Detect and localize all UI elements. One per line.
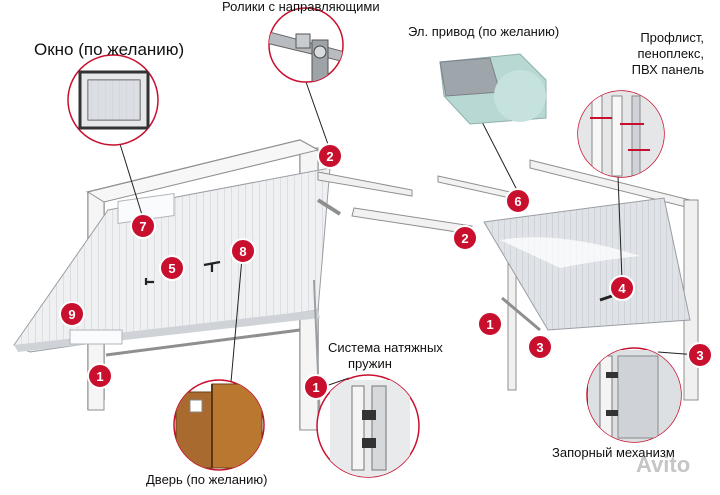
svg-text:3: 3 — [696, 348, 703, 363]
lock-detail-circle — [586, 347, 682, 443]
marker-3-right: 3 — [687, 342, 713, 368]
marker-7: 7 — [130, 213, 156, 239]
marker-5: 5 — [159, 255, 185, 281]
marker-2-left: 2 — [317, 143, 343, 169]
electric-drive-image — [439, 53, 547, 125]
svg-text:8: 8 — [239, 244, 246, 259]
marker-8: 8 — [230, 238, 256, 264]
label-springs: Система натяжных пружин — [328, 340, 443, 372]
label-rollers: Ролики с направляющими — [222, 0, 380, 14]
svg-text:3: 3 — [536, 340, 543, 355]
marker-1-left: 1 — [87, 363, 113, 389]
label-drive: Эл. привод (по желанию) — [408, 24, 560, 39]
label-springs-line2: пружин — [348, 356, 392, 371]
right-gate-leaf — [483, 197, 691, 331]
label-door: Дверь (по желанию) — [146, 472, 268, 487]
label-panel-line3: ПВХ панель — [631, 62, 704, 77]
label-springs-line1: Система натяжных — [328, 340, 443, 355]
label-lock: Запорный механизм — [552, 445, 675, 460]
label-panel: Профлист, пеноплекс, ПВХ панель — [604, 30, 704, 78]
rollers-detail-circle — [268, 7, 344, 83]
svg-text:1: 1 — [486, 317, 493, 332]
window-detail-circle — [67, 54, 159, 146]
svg-text:2: 2 — [461, 231, 468, 246]
marker-2-right: 2 — [452, 225, 478, 251]
marker-1-spring: 1 — [303, 374, 329, 400]
svg-text:5: 5 — [168, 261, 175, 276]
svg-text:2: 2 — [326, 149, 333, 164]
svg-text:4: 4 — [618, 281, 626, 296]
svg-text:7: 7 — [139, 219, 146, 234]
label-window: Окно (по желанию) — [34, 40, 185, 59]
marker-9: 9 — [59, 301, 85, 327]
marker-6: 6 — [505, 188, 531, 214]
svg-text:1: 1 — [96, 369, 103, 384]
spring-detail-circle — [316, 374, 420, 478]
door-detail-circle — [173, 379, 265, 471]
svg-text:1: 1 — [312, 380, 319, 395]
marker-4: 4 — [609, 275, 635, 301]
marker-1-right: 1 — [477, 311, 503, 337]
svg-text:6: 6 — [514, 194, 521, 209]
callout-lines — [119, 81, 699, 389]
avito-watermark: Avito — [636, 452, 691, 477]
number-markers: 7 2 8 5 9 1 1 6 2 4 1 3 3 — [59, 143, 713, 400]
panel-detail-circle — [577, 90, 665, 178]
right-gate — [351, 159, 699, 401]
label-panel-line1: Профлист, — [640, 30, 704, 45]
marker-3-left: 3 — [527, 334, 553, 360]
svg-text:9: 9 — [68, 307, 75, 322]
label-panel-line2: пеноплекс, — [637, 46, 704, 61]
